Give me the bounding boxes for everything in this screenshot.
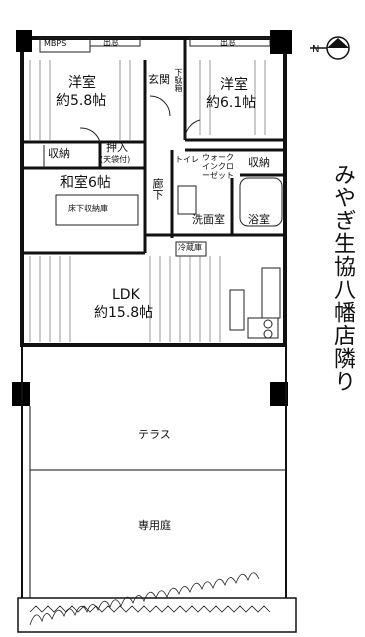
washroom-label: 洗面室: [192, 213, 225, 226]
ldk-size: 約15.8帖: [94, 305, 154, 321]
storage-label-2: 収納: [248, 156, 270, 169]
private-garden-label: 専用庭: [138, 519, 171, 532]
western-room-1-size: 約5.8帖: [56, 93, 107, 109]
north-label: N: [312, 44, 320, 55]
toilet-label: トイレ: [175, 155, 199, 164]
oshiire-label: 押入: [106, 141, 128, 154]
interior-walls: [22, 38, 285, 255]
hallway-label: 廊下: [151, 178, 164, 200]
bay-window-label-1: 出窓: [103, 38, 119, 47]
western-room-2-name: 洋室: [220, 77, 248, 93]
terrace-label: テラス: [138, 428, 171, 441]
garden-plants: [29, 572, 271, 626]
entrance-label: 玄関: [148, 73, 170, 86]
storage-label-1: 収納: [48, 147, 70, 160]
shoe-storage-label: 下駄箱: [174, 68, 183, 92]
japanese-room-name: 和室6帖: [60, 175, 111, 191]
tenbukuro-label: (天袋付): [100, 155, 131, 164]
detail-lines: [39, 37, 283, 339]
bathroom-label: 浴室: [248, 213, 270, 226]
north-arrow-icon: [310, 36, 350, 60]
underfloor-storage-label: 床下収納庫: [68, 204, 108, 213]
location-caption: みやぎ生協八幡店隣り: [330, 163, 355, 393]
ldk-name: LDK: [112, 287, 140, 303]
floor-hatching: [29, 60, 266, 342]
walk-in-closet-label: ウォークインクローゼット: [202, 153, 234, 181]
terrace-area: [17, 345, 297, 633]
bay-window-label-2: 出窓: [220, 38, 236, 47]
western-room-2-size: 約6.1帖: [206, 95, 257, 111]
western-room-1-name: 洋室: [68, 75, 96, 91]
refrigerator-label: 冷蔵庫: [178, 243, 202, 252]
mbps-label: MBPS: [44, 39, 67, 48]
